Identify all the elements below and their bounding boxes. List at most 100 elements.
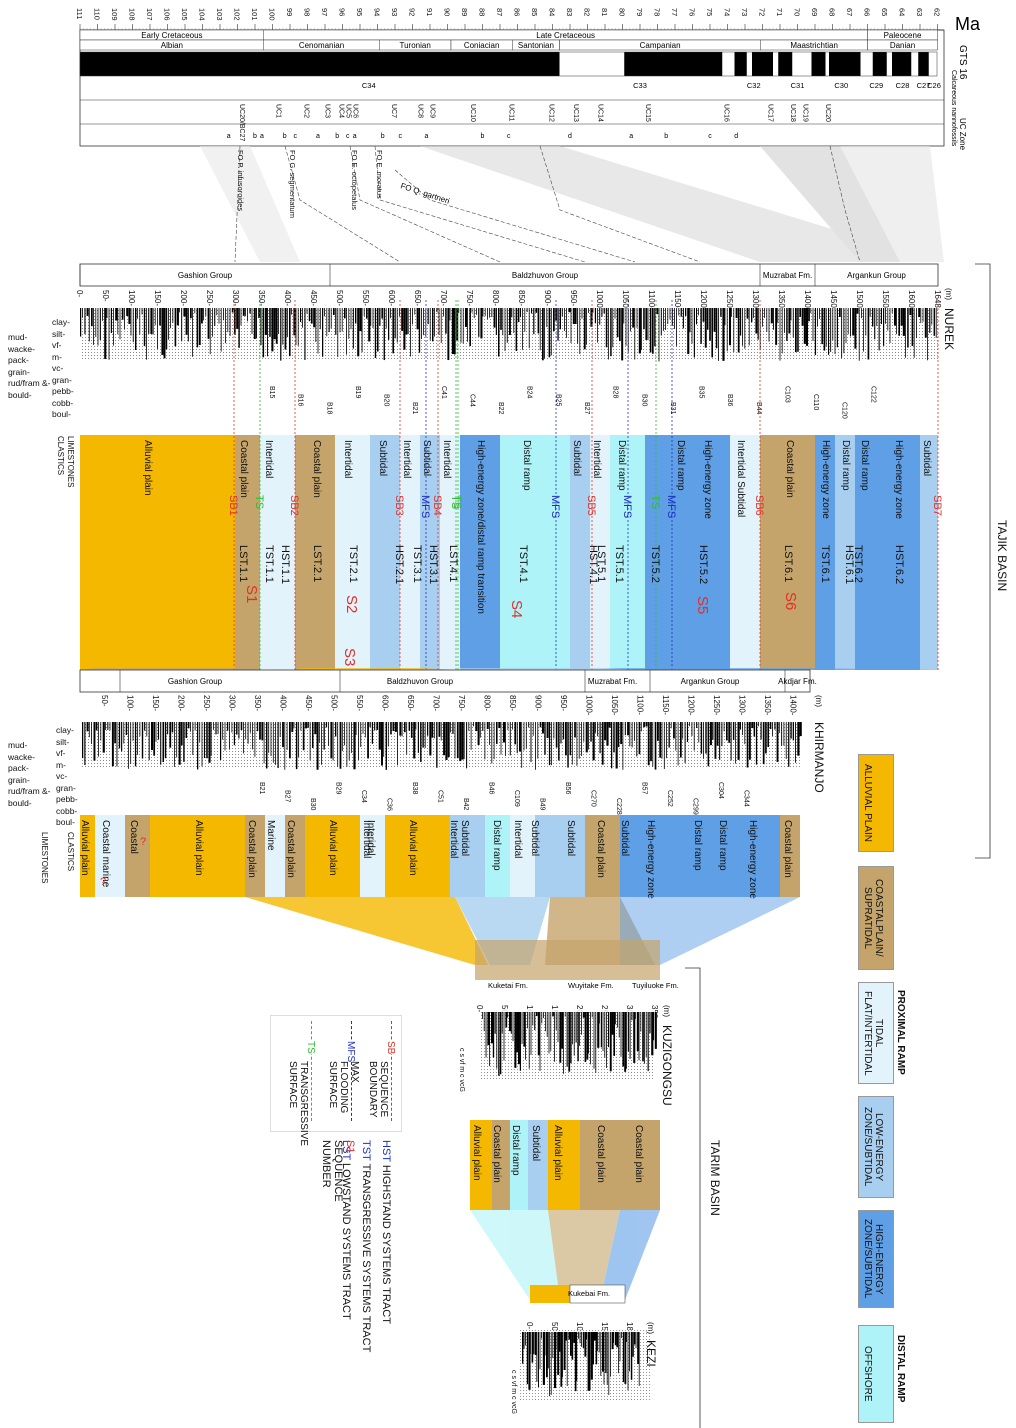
sample-label: C299 (692, 798, 699, 815)
depth-tick: 1350- (777, 290, 786, 311)
uc-subzone-letter: b (664, 133, 668, 140)
epoch-label: Early Cretaceous (141, 31, 202, 40)
nurek-limestones-label: LIMESTONES (66, 436, 75, 488)
depth-tick: 100- (127, 290, 136, 306)
sample-label: B24 (526, 386, 533, 399)
depth-tick: 1250- (725, 290, 734, 311)
sample-label: B35 (698, 386, 705, 399)
uc-zone-label: UC12 (548, 104, 555, 122)
age-tick-label: 73 (740, 8, 749, 16)
uc-subzone-letter: a (316, 133, 320, 140)
uc-subzone-letter: b (283, 133, 287, 140)
uc-subzone-letter: b (381, 133, 385, 140)
age-tick-label: 84 (548, 8, 557, 16)
facies-label: Coastal plain (633, 1125, 644, 1183)
fo-label: FO G. segmentatum (288, 150, 297, 218)
facies-label: Alluvial plain (552, 1125, 563, 1181)
uc-subzone-letter: c (346, 133, 350, 140)
kezi-section: Kukebai Fm. 0-50-100-150-180- (520, 1284, 650, 1400)
nurek-clastics-label: CLASTICS (56, 436, 65, 476)
depth-tick: 900- (534, 695, 543, 711)
time-tie-fans (200, 146, 944, 262)
depth-tick: 950- (569, 290, 578, 306)
depth-tick: 500- (330, 695, 339, 711)
fo-label: FO P. infusoroides (236, 150, 245, 211)
facies-label: Distal ramp (840, 440, 851, 491)
age-tick-label: 93 (390, 8, 399, 16)
stage-label: Campanian (640, 41, 681, 50)
age-tick-label: 83 (565, 8, 574, 16)
depth-tick: 200- (177, 695, 186, 711)
kezi-unit: (m) (646, 1322, 655, 1334)
axis-label: vf- (52, 340, 62, 350)
surface-label: TS (451, 495, 463, 509)
sample-label: B30 (640, 394, 647, 407)
sequence-label: S4 (508, 600, 525, 618)
sample-label: C344 (743, 790, 750, 807)
age-tick-label: 94 (373, 8, 382, 16)
facies-label: Subtidal (377, 440, 388, 476)
axis-label: gran- (52, 374, 72, 385)
depth-tick: 900- (543, 290, 552, 306)
age-tick-label: 82 (583, 8, 592, 16)
uc-zone-label: UC16 (723, 104, 730, 122)
surface-label: SB5 (585, 495, 597, 516)
tract-label: HST.4.1 (587, 545, 599, 584)
fo-label: FO E. moratus (375, 150, 384, 199)
chron-label: C30 (834, 81, 848, 90)
sample-label: B21 (411, 402, 418, 415)
axis-label: vf- (56, 748, 66, 758)
tract-label: TST.5.2 (649, 545, 661, 583)
sample-label: B15 (268, 386, 275, 399)
depth-tick: 400- (279, 695, 288, 711)
uc-zone-label: UC13 (572, 104, 579, 122)
facies-label: Subtidal (571, 440, 582, 476)
age-tick-label: 103 (215, 8, 224, 21)
surface-label: MFS (419, 495, 431, 518)
age-tick-label: 96 (338, 8, 347, 16)
sample-label: B19 (354, 386, 361, 399)
facies-label: Alluvial plain (471, 1125, 482, 1181)
facies-label: Subtidal (921, 440, 932, 476)
basin-brackets (685, 263, 991, 1428)
facies-label: Coastal plain (311, 440, 322, 498)
uc-subzone-letter: c (708, 133, 712, 140)
tract-label: HST.3.1 (427, 545, 439, 584)
facies-label: Distal ramp (692, 820, 703, 871)
axis-label: wacke- (8, 343, 35, 354)
facies-label: High-energy zone/distal ramp transition (475, 440, 486, 614)
depth-tick: 1200- (687, 695, 696, 716)
age-tick-label: 85 (530, 8, 539, 16)
age-tick-label: 89 (460, 8, 469, 16)
tract-label: LST.4.1 (447, 545, 459, 582)
facies-label: Coastal plain (595, 820, 606, 878)
sample-label: B57 (641, 782, 648, 795)
depth-tick: 250- (205, 290, 214, 306)
depth-tick: 1350- (763, 695, 772, 716)
age-tick-label: 104 (198, 8, 207, 21)
facies-label: Subtidal (421, 440, 432, 476)
depth-tick: 750- (465, 290, 474, 306)
axis-label: bould- (8, 797, 32, 808)
age-tick-label: 81 (600, 8, 609, 16)
sample-label: C41 (440, 386, 447, 399)
depth-tick: 150- (151, 695, 160, 711)
age-tick-label: 68 (828, 8, 837, 16)
axis-label: pack- (8, 763, 29, 773)
tract-label: LST.5.1 (595, 545, 607, 582)
depth-tick: 650- (413, 290, 422, 306)
tract-label: TST.1.1 (263, 545, 275, 583)
depth-tick: 1400- (803, 290, 812, 311)
depth-tick: 1400- (789, 695, 798, 716)
depth-tick: 1600- (907, 290, 916, 311)
facies-label: Distal ramp (859, 440, 870, 491)
axis-label: cobb- (56, 805, 78, 816)
tract-label: HST.1.1 (279, 545, 291, 584)
sample-label: C110 (812, 394, 819, 410)
nurek-title: NUREK (942, 308, 956, 351)
khirmanjo-title: KHIRMANJO (812, 722, 826, 793)
line-code: SB (385, 1041, 396, 1055)
nurek-unit: (m) (944, 288, 953, 300)
age-tick-label: 72 (758, 8, 767, 16)
